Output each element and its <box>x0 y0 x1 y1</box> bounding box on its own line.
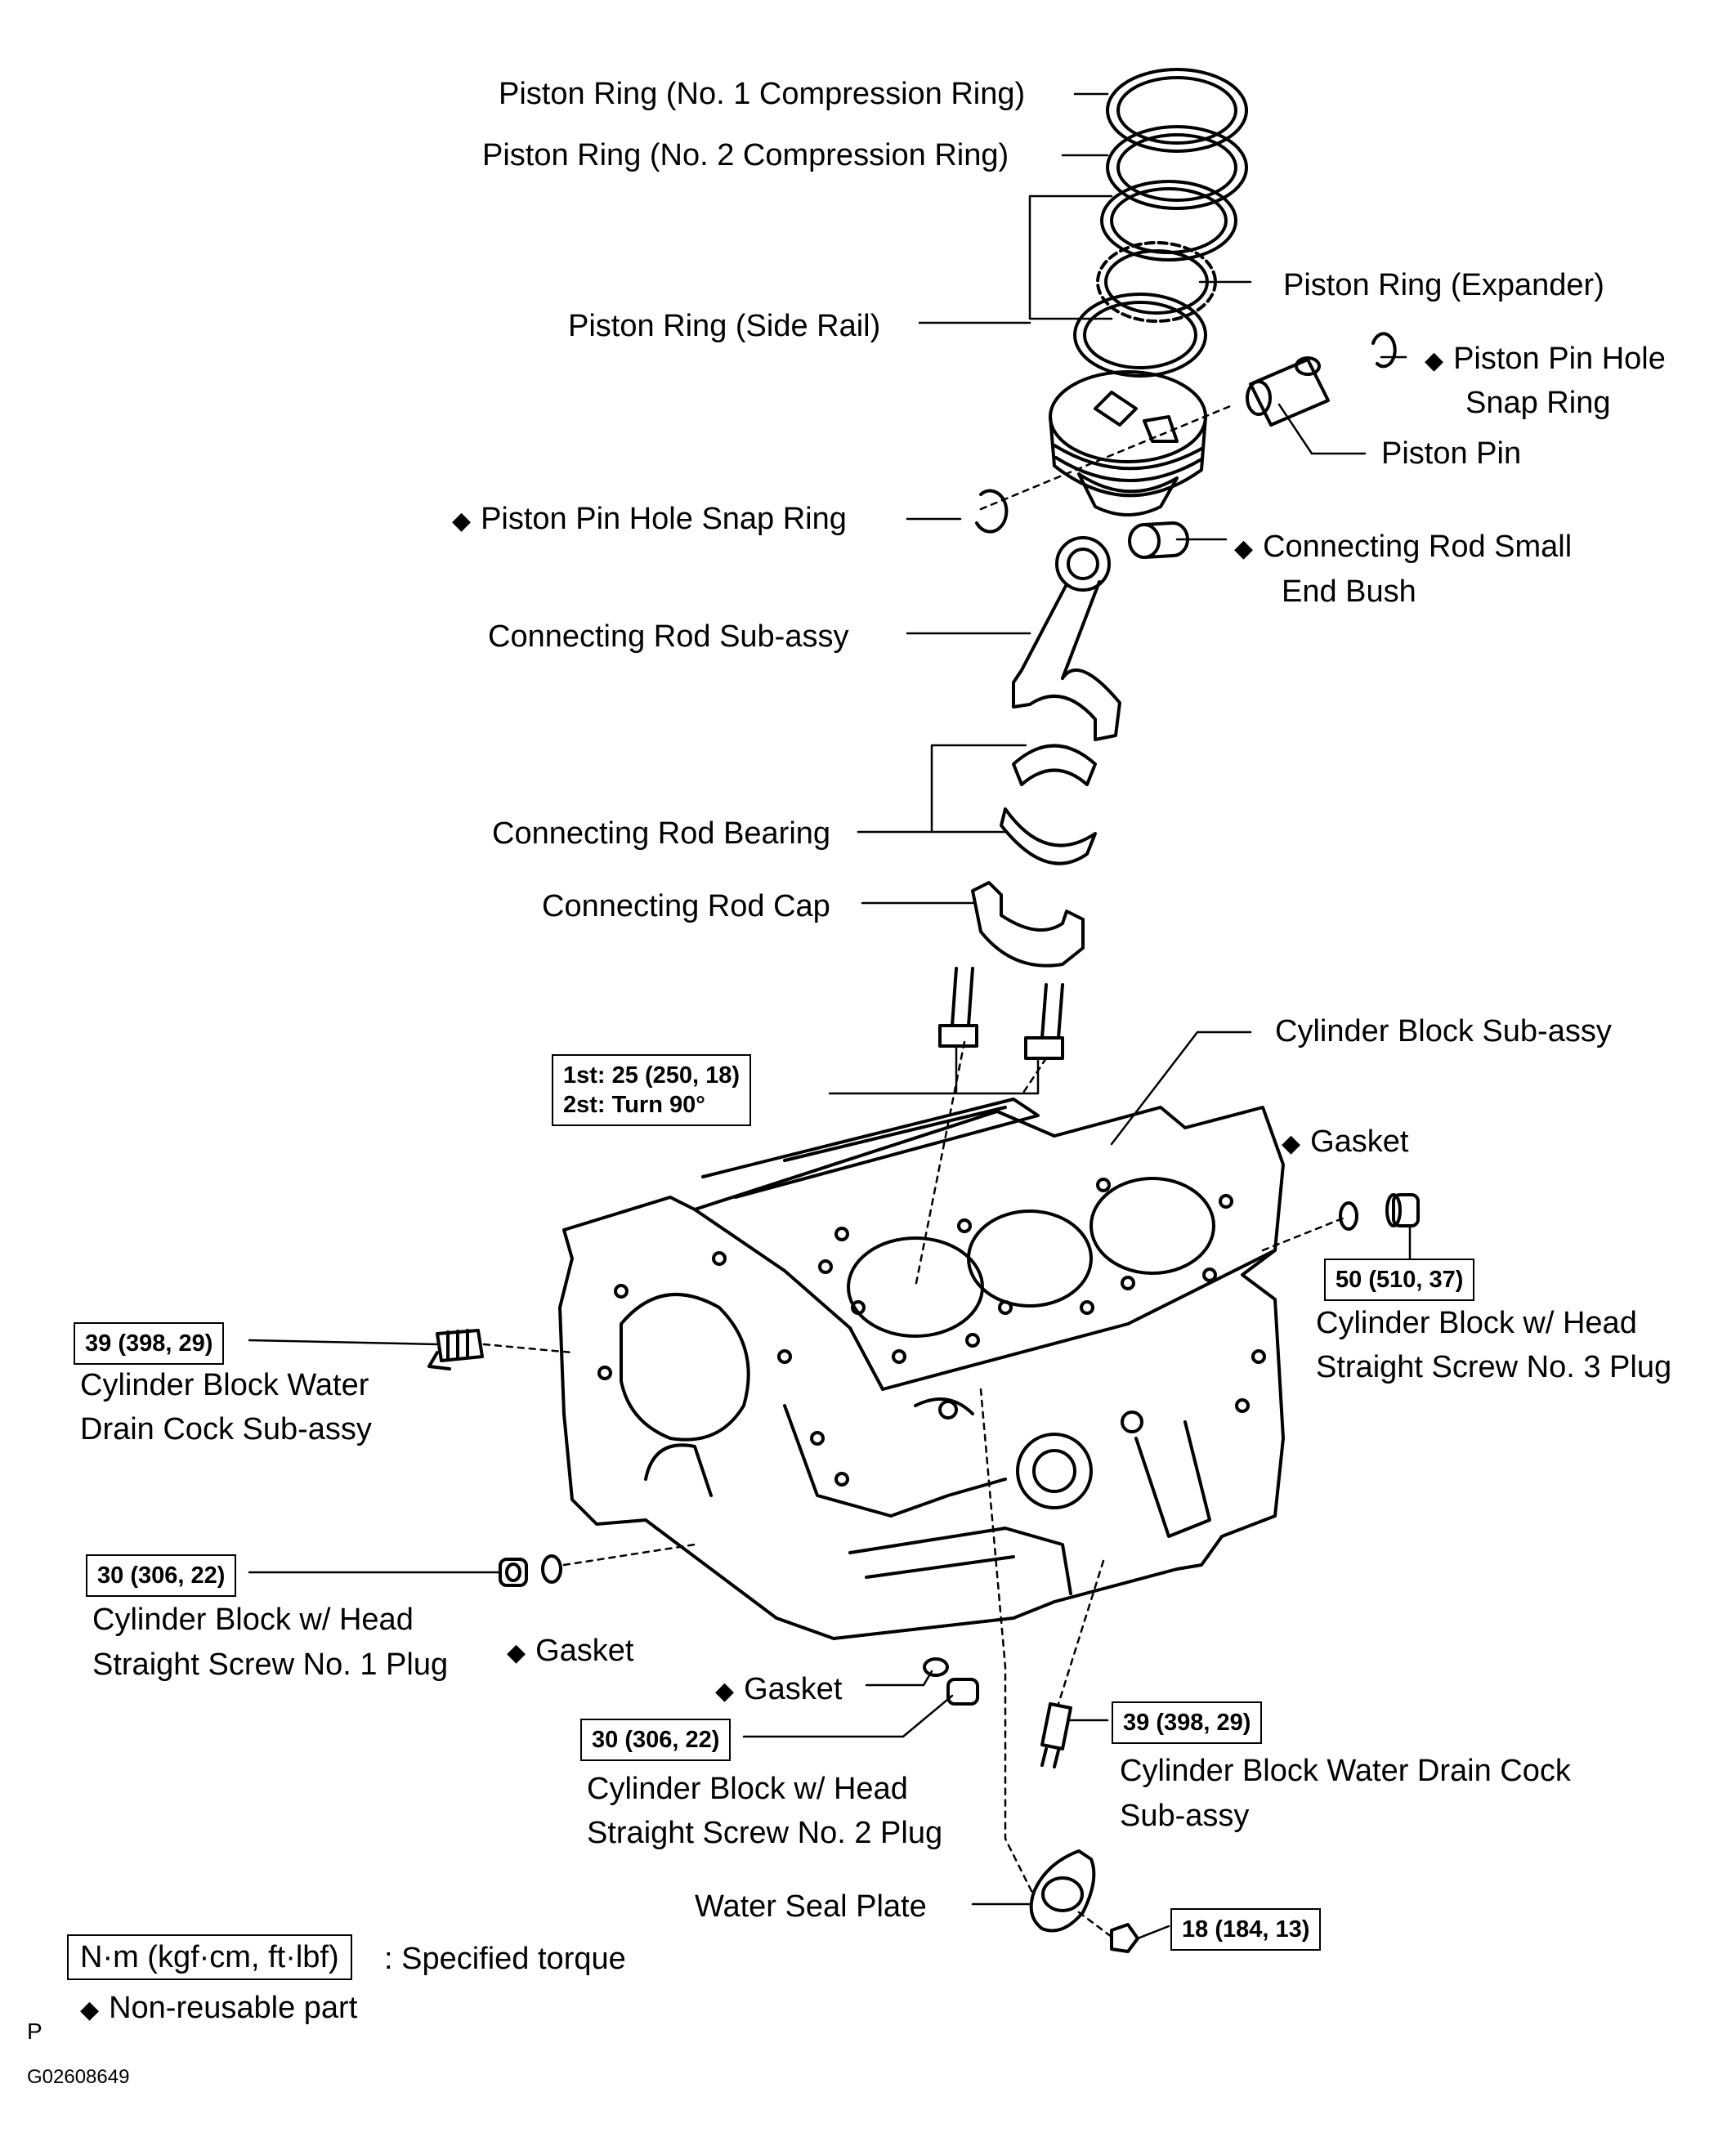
label-plug1-line1: Cylinder Block w/ Head <box>92 1603 414 1637</box>
label-plug3-line2: Straight Screw No. 3 Plug <box>1316 1350 1672 1384</box>
cylinder-block-drawing <box>558 1098 1285 1640</box>
drain-cock-right-drawing <box>1040 1702 1072 1768</box>
torque-box-drain-right: 39 (398, 29) <box>1112 1701 1263 1744</box>
torque-box-plug2: 30 (306, 22) <box>580 1719 732 1761</box>
label-drain-left-line1: Cylinder Block Water <box>80 1368 369 1402</box>
torque-box-plug1: 30 (306, 22) <box>86 1554 237 1597</box>
non-reusable-diamond-icon: ◆ <box>507 1639 526 1666</box>
label-piston-pin: Piston Pin <box>1381 436 1522 471</box>
footer-letter: P <box>27 2019 43 2044</box>
non-reusable-diamond-icon: ◆ <box>1234 535 1254 562</box>
torque-box-drain-left: 39 (398, 29) <box>74 1322 225 1365</box>
torque-step-2: 2st: Turn 90° <box>563 1092 705 1118</box>
label-drain-right-line1: Cylinder Block Water Drain Cock <box>1120 1754 1571 1788</box>
drain-cock-left-drawing <box>427 1329 484 1370</box>
label-piston-ring-expander: Piston Ring (Expander) <box>1283 268 1604 302</box>
non-reusable-diamond-icon: ◆ <box>1282 1130 1301 1157</box>
label-small-end-bush-line2: End Bush <box>1282 575 1416 609</box>
label-piston-ring-side-rail: Piston Ring (Side Rail) <box>568 309 881 343</box>
piston-drawing <box>1049 370 1207 516</box>
label-connecting-rod-subassy: Connecting Rod Sub-assy <box>488 619 849 654</box>
label-text: Gasket <box>535 1634 634 1668</box>
label-plug3-line1: Cylinder Block w/ Head <box>1316 1306 1637 1340</box>
piston-rings-drawing <box>1073 68 1248 378</box>
torque-step-1: 1st: 25 (250, 18) <box>563 1062 740 1089</box>
connecting-rod-cap-drawing <box>971 881 1085 968</box>
alignment-dashed-lines <box>482 403 1346 1938</box>
legend-torque-unit-box: N·m (kgf·cm, ft·lbf) <box>67 1934 352 1980</box>
label-text: Connecting Rod Small <box>1263 530 1573 564</box>
connecting-rod-bearing-drawing <box>1000 744 1097 865</box>
label-gasket-top: ◆ Gasket <box>1282 1120 1408 1166</box>
label-drain-right-line2: Sub-assy <box>1120 1799 1250 1833</box>
label-cylinder-block-subassy: Cylinder Block Sub-assy <box>1275 1014 1612 1048</box>
connecting-rod-drawing <box>1012 536 1121 741</box>
figure-code: G02608649 <box>27 2066 130 2088</box>
label-piston-ring-no1: Piston Ring (No. 1 Compression Ring) <box>499 77 1026 111</box>
rod-bolts-drawing <box>938 967 1064 1060</box>
label-text: Piston Pin Hole Snap Ring <box>481 502 847 536</box>
label-plug1-line2: Straight Screw No. 1 Plug <box>92 1648 449 1682</box>
label-water-seal-plate: Water Seal Plate <box>695 1889 927 1924</box>
piston-pin-drawing <box>1246 356 1330 427</box>
non-reusable-diamond-icon: ◆ <box>80 1996 100 2023</box>
torque-box-water-seal: 18 (184, 13) <box>1170 1908 1322 1951</box>
plug3-and-gasket-drawing <box>1339 1193 1420 1231</box>
non-reusable-diamond-icon: ◆ <box>452 507 472 534</box>
label-connecting-rod-bearing: Connecting Rod Bearing <box>492 816 831 851</box>
torque-box-plug3: 50 (510, 37) <box>1324 1259 1475 1301</box>
label-plug2-line1: Cylinder Block w/ Head <box>587 1772 908 1806</box>
label-drain-left-line2: Drain Cock Sub-assy <box>80 1412 372 1446</box>
non-reusable-diamond-icon: ◆ <box>715 1678 735 1705</box>
plug1-and-gasket-drawing <box>499 1554 562 1587</box>
label-connecting-rod-cap: Connecting Rod Cap <box>542 889 830 923</box>
legend-non-reusable: ◆ Non-reusable part <box>80 1986 357 2032</box>
torque-box-rod-bolts: 1st: 25 (250, 18) 2st: Turn 90° <box>552 1054 752 1126</box>
label-snap-ring-right-line2: Snap Ring <box>1465 386 1611 420</box>
non-reusable-diamond-icon: ◆ <box>1425 347 1444 374</box>
label-text: Gasket <box>744 1672 843 1706</box>
legend-torque-description: : Specified torque <box>384 1942 626 1976</box>
label-plug2-line2: Straight Screw No. 2 Plug <box>587 1816 943 1850</box>
label-piston-ring-no2: Piston Ring (No. 2 Compression Ring) <box>482 138 1009 172</box>
snap-ring-right-drawing <box>1371 332 1397 369</box>
label-snap-ring-right: ◆ Piston Pin Hole <box>1425 337 1666 383</box>
label-gasket-mid: ◆ Gasket <box>715 1667 842 1714</box>
leader-lines <box>248 92 1412 1940</box>
label-gasket-left: ◆ Gasket <box>507 1629 633 1675</box>
label-text: Gasket <box>1310 1124 1409 1159</box>
snap-ring-left-drawing <box>975 489 1009 534</box>
legend-non-reusable-text: Non-reusable part <box>109 1991 358 2025</box>
label-text: Piston Pin Hole <box>1453 342 1666 376</box>
label-small-end-bush: ◆ Connecting Rod Small <box>1234 525 1572 571</box>
plug2-and-gasket-drawing <box>923 1657 979 1706</box>
water-seal-plate-drawing <box>1029 1849 1139 1953</box>
label-snap-ring-left: ◆ Piston Pin Hole Snap Ring <box>452 497 847 543</box>
